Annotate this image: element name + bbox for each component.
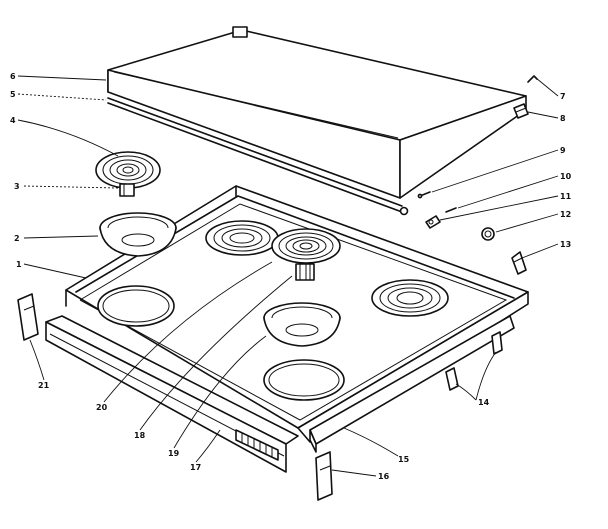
screw-10 <box>445 207 457 213</box>
grommet-12 <box>481 227 495 241</box>
callout-4: 4 <box>10 116 16 125</box>
callout-18: 18 <box>134 431 146 440</box>
callout-20: 20 <box>96 403 108 412</box>
callout-2: 2 <box>14 234 20 243</box>
callout-8: 8 <box>560 114 566 123</box>
bracket-8 <box>513 103 529 119</box>
callout-labels: 6 5 4 3 2 1 7 8 9 10 11 12 13 14 15 16 1… <box>10 72 572 481</box>
callout-17: 17 <box>190 463 201 472</box>
callout-1: 1 <box>16 260 22 269</box>
drip-pan-front <box>263 302 341 347</box>
callout-19: 19 <box>168 449 180 458</box>
installed-surface-element-right <box>371 279 449 317</box>
installed-surface-element-rear <box>205 220 279 256</box>
callout-10: 10 <box>560 172 572 181</box>
callout-7: 7 <box>560 92 566 101</box>
callout-5: 5 <box>10 90 16 99</box>
surface-element-raised <box>271 228 341 281</box>
drip-pan-left <box>99 212 177 257</box>
top-cover-panel <box>107 26 527 199</box>
callout-14: 14 <box>478 398 490 407</box>
callout-11: 11 <box>560 192 572 201</box>
screw-7 <box>527 75 538 83</box>
side-trim-16 <box>315 451 333 501</box>
vent-grille <box>235 429 279 461</box>
callout-9: 9 <box>560 146 566 155</box>
callout-12: 12 <box>560 210 571 219</box>
callout-6: 6 <box>10 72 16 81</box>
callout-15: 15 <box>398 455 410 464</box>
element-receptacle <box>119 183 135 197</box>
leader-lines <box>17 75 559 477</box>
burner-openings <box>97 285 345 401</box>
surface-element-loose <box>95 151 161 189</box>
side-trim-21 <box>17 293 39 341</box>
bracket-13 <box>511 251 527 275</box>
side-rail <box>309 315 515 453</box>
bracket-14-lower <box>445 367 459 391</box>
bracket-14-upper <box>491 331 503 355</box>
trim-strip <box>107 97 409 216</box>
callout-13: 13 <box>560 240 571 249</box>
screw-9 <box>417 191 431 199</box>
callout-16: 16 <box>378 472 390 481</box>
clip-11 <box>425 215 441 229</box>
callout-21: 21 <box>38 381 50 390</box>
callout-3: 3 <box>14 182 20 191</box>
